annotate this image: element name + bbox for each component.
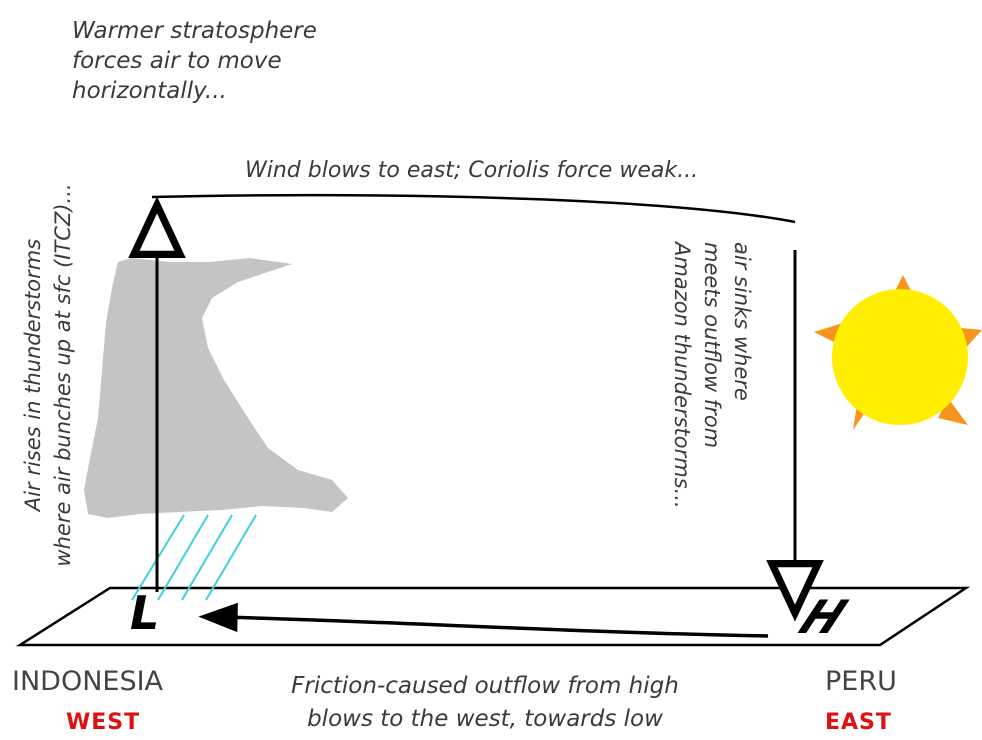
outflow-line-1: Friction-caused outflow from high xyxy=(291,673,679,699)
stratosphere-line-2: forces air to move xyxy=(72,48,282,74)
peru-label: PERU xyxy=(825,666,897,697)
air-rises-line-2: where air bunches up at sfc (ITCZ)... xyxy=(51,183,75,567)
air-sinks-note: air sinks where meets outflow from Amazo… xyxy=(667,242,757,562)
air-sinks-line-3: Amazon thunderstorms... xyxy=(670,242,694,509)
air-rises-line-1: Air rises in thunderstorms xyxy=(21,238,45,512)
outflow-line-2: blows to the west, towards low xyxy=(307,706,663,732)
surface-plane xyxy=(15,586,971,647)
stratosphere-line-3: horizontally... xyxy=(72,78,227,104)
thunderstorm-cloud xyxy=(84,258,348,518)
stratosphere-note: Warmer stratosphere forces air to move h… xyxy=(72,16,317,106)
low-pressure-label: L xyxy=(130,586,160,640)
east-label: EAST xyxy=(825,710,892,735)
stratosphere-line-1: Warmer stratosphere xyxy=(72,18,317,44)
west-label: WEST xyxy=(66,710,141,735)
eastward-wind-line xyxy=(151,193,796,224)
air-sinks-line-2: meets outflow from xyxy=(700,242,724,449)
indonesia-label: INDONESIA xyxy=(12,666,164,697)
outflow-note: Friction-caused outflow from high blows … xyxy=(250,670,720,736)
air-rises-note: Air rises in thunderstorms where air bun… xyxy=(18,145,78,605)
westward-outflow-arrow xyxy=(198,602,769,638)
sun xyxy=(832,289,968,425)
air-sinks-line-1: air sinks where xyxy=(730,242,754,401)
wind-east-note: Wind blows to east; Coriolis force weak.… xyxy=(245,158,699,183)
